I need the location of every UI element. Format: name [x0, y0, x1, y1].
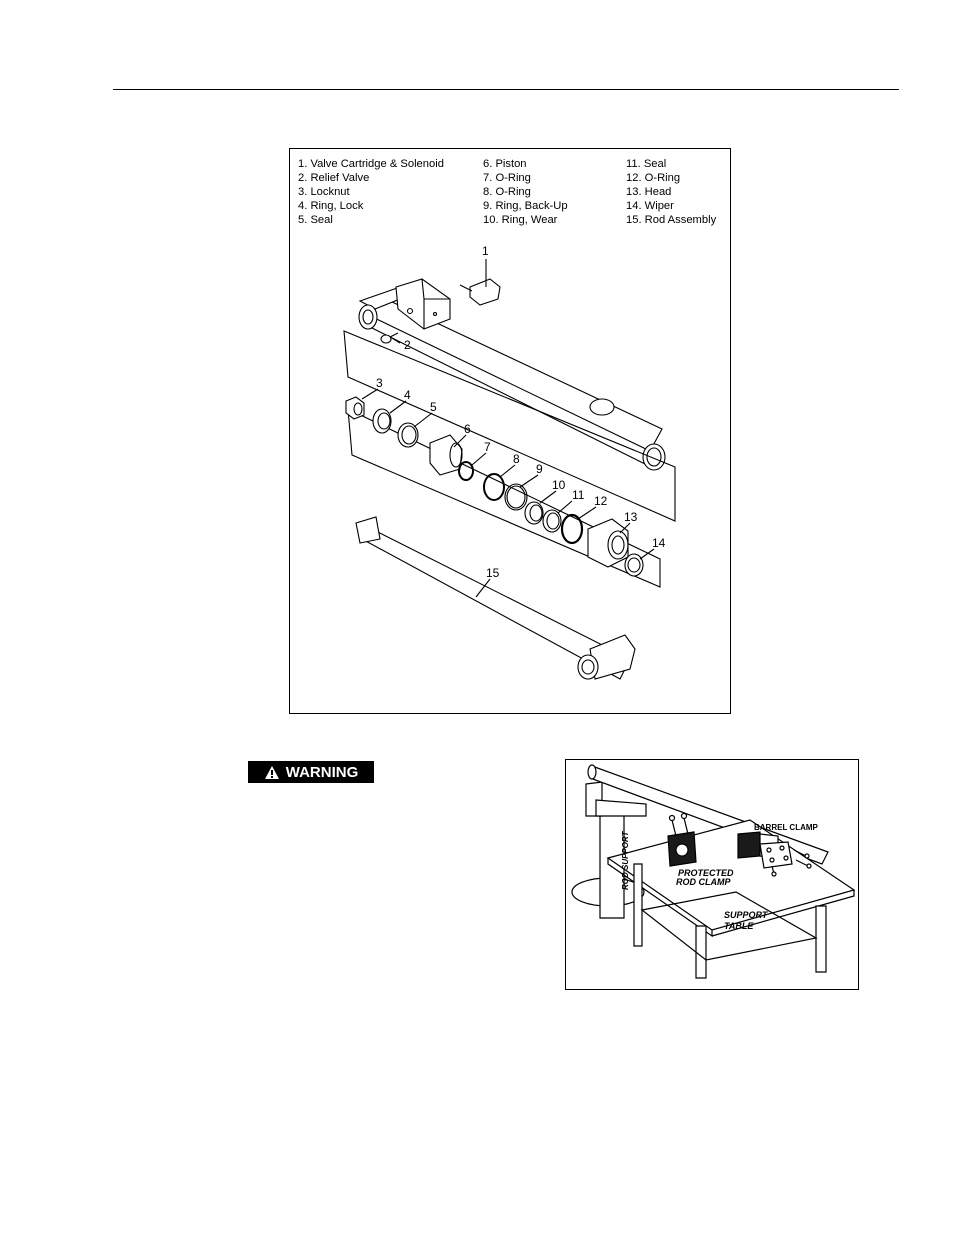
- legend-item: 11. Seal: [626, 157, 716, 171]
- callout-9: 9: [536, 462, 543, 476]
- legend-item: 4. Ring, Lock: [298, 199, 444, 213]
- legend-item: 8. O-Ring: [483, 185, 568, 199]
- warning-icon: [264, 765, 280, 780]
- callout-10: 10: [552, 478, 566, 492]
- callout-2: 2: [404, 338, 411, 352]
- legend-item: 13. Head: [626, 185, 716, 199]
- legend-column-3: 11. Seal 12. O-Ring 13. Head 14. Wiper 1…: [626, 157, 716, 227]
- legend-column-1: 1. Valve Cartridge & Solenoid 2. Relief …: [298, 157, 444, 227]
- warning-label: WARNING: [248, 761, 374, 783]
- legend-item: 1. Valve Cartridge & Solenoid: [298, 157, 444, 171]
- cylinder-exploded-diagram: 1 2 3 4 5 6 7 8 9 10 11 12 13 14 15: [290, 239, 730, 709]
- callout-5: 5: [430, 400, 437, 414]
- barrel-clamp-label: BARREL CLAMP: [754, 823, 819, 832]
- callout-3: 3: [376, 376, 383, 390]
- callout-8: 8: [513, 452, 520, 466]
- legend-item: 7. O-Ring: [483, 171, 568, 185]
- legend-column-2: 6. Piston 7. O-Ring 8. O-Ring 9. Ring, B…: [483, 157, 568, 227]
- callout-1: 1: [482, 244, 489, 258]
- callout-12: 12: [594, 494, 608, 508]
- support-table-figure: BARREL CLAMP PROTECTED ROD CLAMP SUPPORT…: [565, 759, 859, 990]
- callout-6: 6: [464, 422, 471, 436]
- exploded-view-figure: 1. Valve Cartridge & Solenoid 2. Relief …: [289, 148, 731, 714]
- legend-item: 10. Ring, Wear: [483, 213, 568, 227]
- callout-4: 4: [404, 388, 411, 402]
- legend-item: 3. Locknut: [298, 185, 444, 199]
- support-table-illustration: BARREL CLAMP PROTECTED ROD CLAMP SUPPORT…: [566, 760, 859, 990]
- legend-item: 5. Seal: [298, 213, 444, 227]
- warning-text: WARNING: [286, 764, 359, 781]
- legend-item: 14. Wiper: [626, 199, 716, 213]
- callout-7: 7: [484, 440, 491, 454]
- callout-11: 11: [572, 488, 585, 502]
- support-table-label-2: TABLE: [724, 921, 754, 931]
- callout-15: 15: [486, 566, 500, 580]
- header-rule: [113, 89, 899, 90]
- legend-item: 6. Piston: [483, 157, 568, 171]
- rod-support-label: ROD SUPPORT: [621, 830, 630, 890]
- legend-item: 12. O-Ring: [626, 171, 716, 185]
- legend-item: 9. Ring, Back-Up: [483, 199, 568, 213]
- legend-item: 15. Rod Assembly: [626, 213, 716, 227]
- legend-item: 2. Relief Valve: [298, 171, 444, 185]
- protected-rod-clamp-label-2: ROD CLAMP: [676, 877, 731, 887]
- support-table-label-1: SUPPORT: [724, 910, 769, 920]
- callout-14: 14: [652, 536, 666, 550]
- callout-13: 13: [624, 510, 638, 524]
